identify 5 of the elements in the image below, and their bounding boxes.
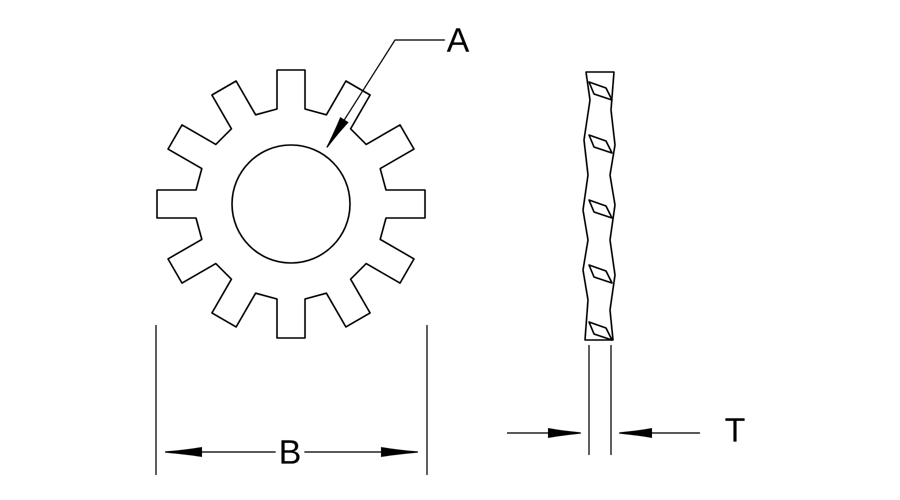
callout-letter: A: [446, 28, 470, 52]
leader-line: [326, 39, 445, 148]
dimension-label: T: [722, 415, 748, 445]
dimension-label: B: [276, 437, 304, 467]
hole-circle: [231, 144, 351, 264]
